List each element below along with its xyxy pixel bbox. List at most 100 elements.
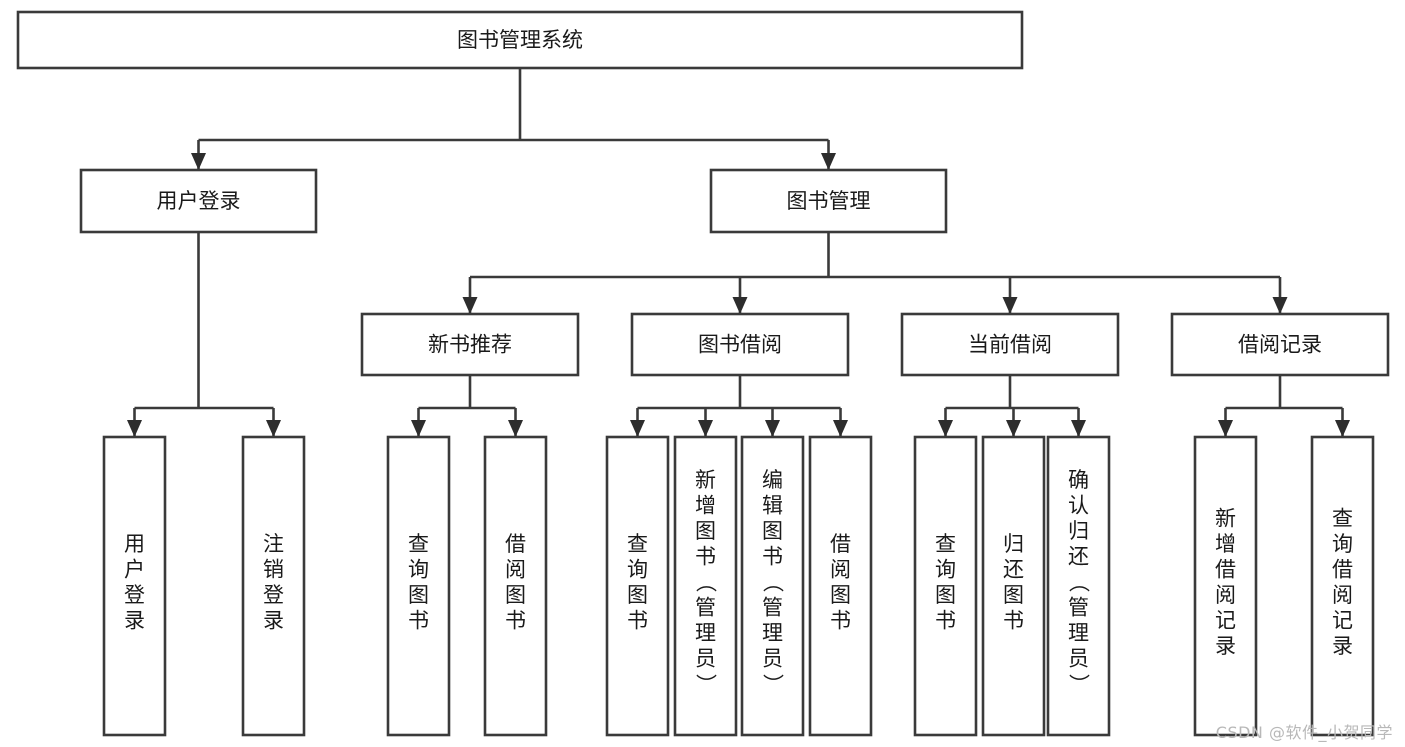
node-label-char: 书 <box>505 608 526 632</box>
node-label-char: 录 <box>124 608 145 632</box>
node-label-char: 录 <box>1215 634 1236 658</box>
node-label-char: 管 <box>695 596 716 620</box>
node-label-char: 还 <box>1003 557 1024 581</box>
node-label-char: 图 <box>505 583 526 607</box>
node-label-char: 增 <box>695 494 716 518</box>
connector-arrowhead <box>191 153 206 170</box>
node-label-char: ） <box>1067 674 1091 695</box>
node-label: 借阅记录 <box>1238 333 1322 357</box>
node-box <box>913 435 978 737</box>
node-label-char: 新 <box>695 468 716 492</box>
node-label-char: 书 <box>695 545 716 569</box>
node-label-char: 理 <box>762 621 783 645</box>
connector-arrowhead <box>630 420 645 437</box>
node-root[interactable]: 图书管理系统 <box>16 10 1024 70</box>
node-label-char: 查 <box>935 532 956 556</box>
node-label-char: （ <box>694 572 718 593</box>
node-label-char: ） <box>694 674 718 695</box>
node-box <box>808 435 873 737</box>
node-current-borrow[interactable]: 当前借阅 <box>900 312 1120 377</box>
node-label: 用户登录 <box>157 189 241 213</box>
node-leaf-user-login[interactable]: 用户登录 <box>102 435 167 737</box>
node-box <box>483 435 548 737</box>
connector-arrowhead <box>698 420 713 437</box>
node-label-char: 编 <box>762 468 783 492</box>
node-label-char: 登 <box>124 583 145 607</box>
node-label-char: 书 <box>627 608 648 632</box>
node-label-char: 书 <box>1003 608 1024 632</box>
node-label: 图书借阅 <box>698 333 782 357</box>
node-box <box>981 435 1046 737</box>
node-book-management[interactable]: 图书管理 <box>709 168 948 234</box>
node-label-char: 增 <box>1215 532 1236 556</box>
node-label-char: 员 <box>1068 647 1089 671</box>
connector-arrowhead <box>411 420 426 437</box>
node-label-char: 询 <box>408 557 429 581</box>
node-box <box>630 312 850 377</box>
node-label-char: 书 <box>830 608 851 632</box>
node-label-char: 注 <box>263 532 284 556</box>
node-box <box>16 10 1024 70</box>
connector-arrowhead <box>1002 297 1018 314</box>
node-user-login[interactable]: 用户登录 <box>79 168 318 234</box>
node-label-char: 书 <box>762 545 783 569</box>
node-box <box>360 312 580 377</box>
node-label-char: 新 <box>1215 506 1236 530</box>
node-label-char: 确 <box>1068 468 1089 492</box>
node-new-book-recommend[interactable]: 新书推荐 <box>360 312 580 377</box>
node-label-char: 借 <box>1332 557 1353 581</box>
connector-arrowhead <box>833 420 848 437</box>
node-label-char: 图 <box>1003 583 1024 607</box>
node-box <box>900 312 1120 377</box>
node-box <box>1193 435 1258 737</box>
node-box <box>673 435 738 737</box>
node-label: 新书推荐 <box>428 333 512 357</box>
node-box <box>1310 435 1375 737</box>
node-label-char: 书 <box>408 608 429 632</box>
connector-arrowhead <box>821 153 836 170</box>
node-label-char: 询 <box>627 557 648 581</box>
node-label-char: 归 <box>1068 519 1089 543</box>
node-label-char: 阅 <box>505 557 526 581</box>
node-label: 图书管理系统 <box>457 28 583 52</box>
node-label-char: 书 <box>935 608 956 632</box>
node-label-char: 借 <box>1215 557 1236 581</box>
node-label-char: 还 <box>1068 545 1089 569</box>
node-label-char: （ <box>761 572 785 593</box>
connector-arrowhead <box>938 420 953 437</box>
node-box <box>709 168 948 234</box>
connector-arrowhead <box>462 297 478 314</box>
node-label-char: 阅 <box>830 557 851 581</box>
node-label-char: 登 <box>263 583 284 607</box>
node-box <box>1046 435 1111 737</box>
node-box <box>241 435 306 737</box>
connector-arrowhead <box>508 420 523 437</box>
connector-arrowhead <box>765 420 780 437</box>
node-borrow-record[interactable]: 借阅记录 <box>1170 312 1390 377</box>
node-label-char: 查 <box>408 532 429 556</box>
node-label-char: 查 <box>1332 506 1353 530</box>
node-label-char: 记 <box>1332 608 1353 632</box>
node-label-char: 图 <box>935 583 956 607</box>
node-label-char: 辑 <box>762 494 783 518</box>
node-label-char: 销 <box>263 557 284 581</box>
node-book-borrow[interactable]: 图书借阅 <box>630 312 850 377</box>
node-label: 图书管理 <box>787 189 871 213</box>
node-label-char: 图 <box>695 519 716 543</box>
node-label-char: 户 <box>124 557 145 581</box>
node-label-char: 归 <box>1003 532 1024 556</box>
connector-arrowhead <box>1071 420 1086 437</box>
